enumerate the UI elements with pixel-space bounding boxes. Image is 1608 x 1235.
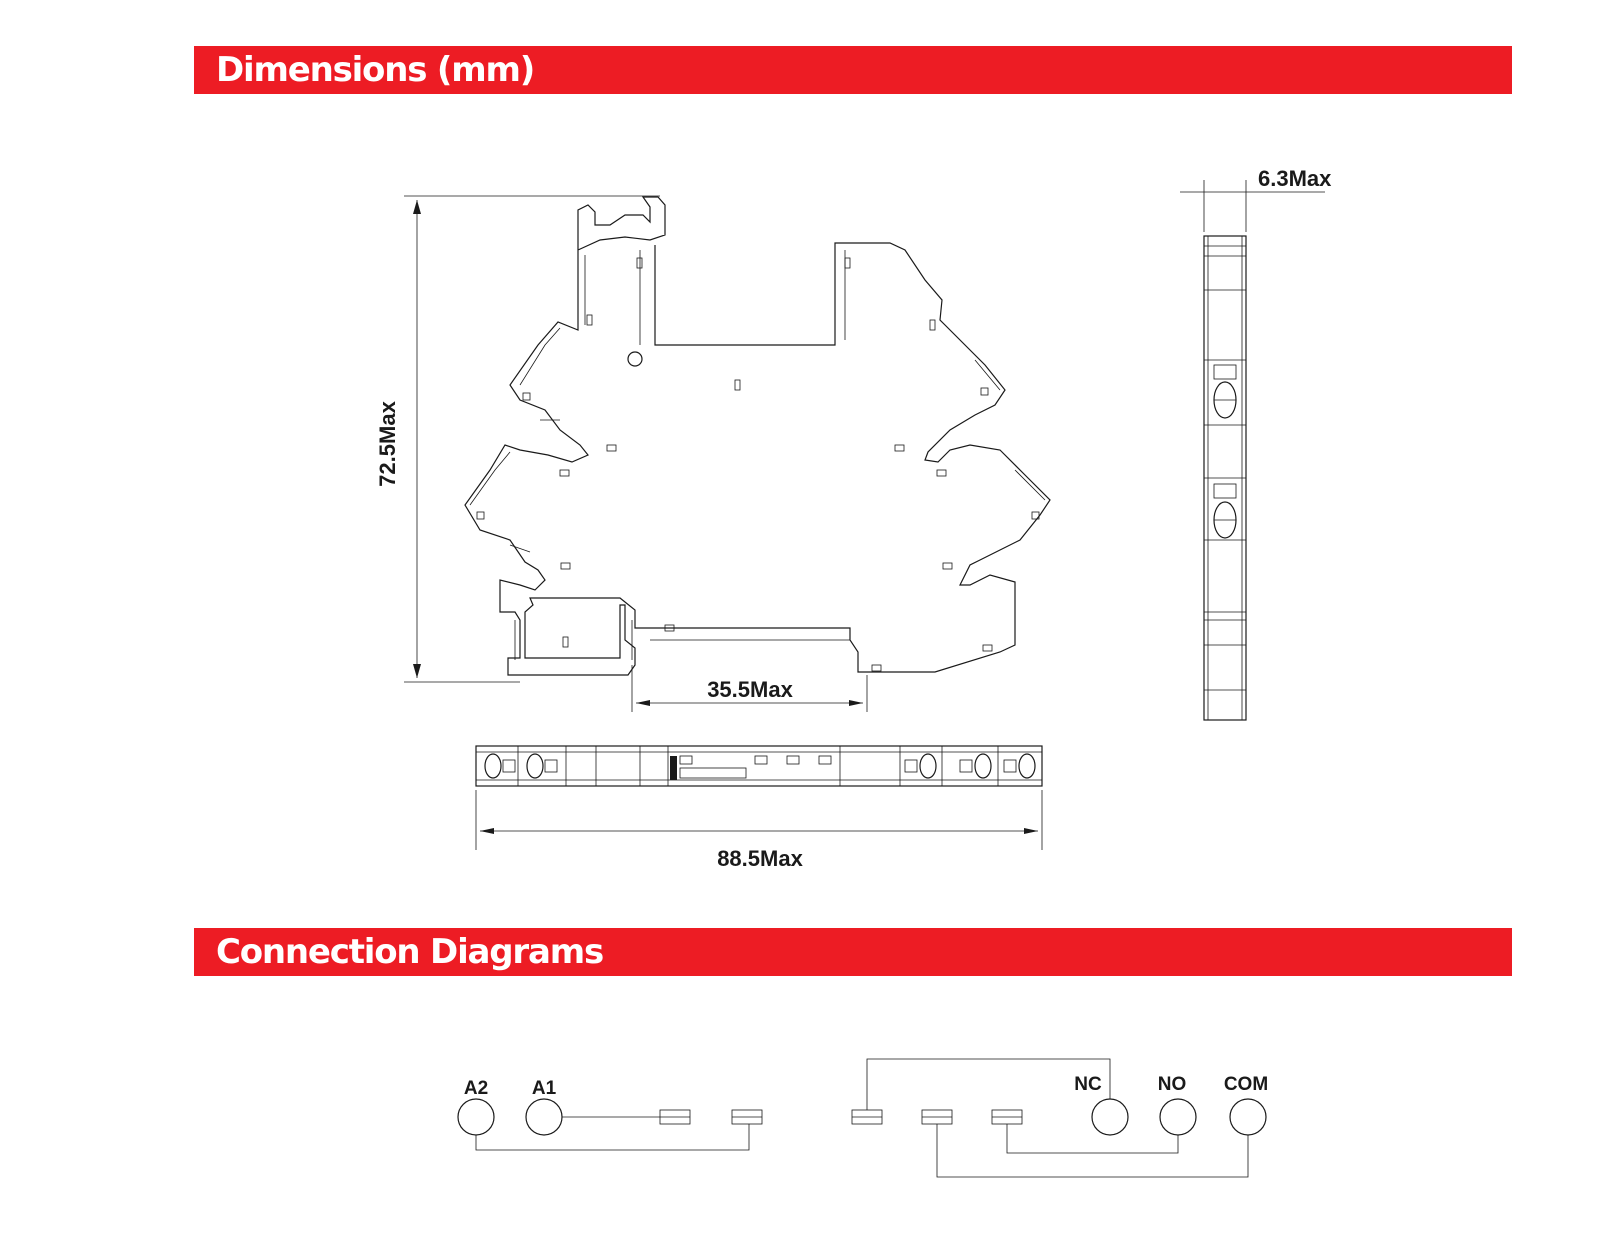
bottom-view-outline [475,745,1043,787]
terminal-nc [1091,1098,1129,1136]
terminal-a1-label: A1 [532,1078,557,1099]
terminal-no [1159,1098,1197,1136]
thickness-dimension-label: 6.3Max [1258,166,1332,191]
width-partial-dimension [631,665,868,712]
dimensions-section-header: Dimensions (mm) [194,46,1512,94]
height-dimension [404,195,660,683]
dimensions-title: Dimensions (mm) [216,50,535,90]
coil-connection-diagram [457,1098,763,1151]
width-partial-dimension-label: 35.5Max [707,677,793,702]
terminal-no-label: NO [1158,1074,1187,1095]
connections-title: Connection Diagrams [216,932,604,972]
width-total-dimension-label: 88.5Max [717,846,803,871]
height-dimension-label: 72.5Max [375,400,400,486]
thickness-dimension [1180,180,1325,232]
terminal-com [1229,1098,1267,1136]
side-view-outline [1203,235,1247,721]
terminal-a2 [457,1098,495,1136]
terminal-a1 [525,1098,563,1136]
terminal-nc-label: NC [1074,1074,1102,1095]
terminal-a2-label: A2 [464,1078,488,1099]
terminal-com-label: COM [1224,1074,1268,1095]
width-total-dimension [475,790,1043,850]
front-view-outline [464,196,1051,676]
contact-connection-diagram [851,1058,1267,1178]
connections-section-header: Connection Diagrams [194,928,1512,976]
